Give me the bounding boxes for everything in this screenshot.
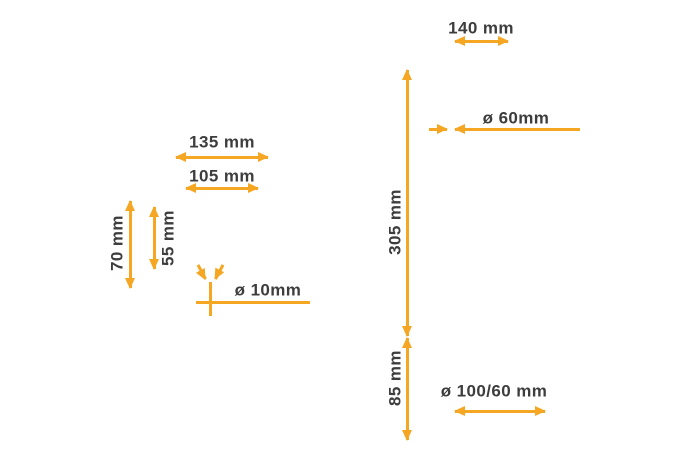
dim-arrow-left-height-inner xyxy=(149,206,159,270)
dim-label-hole-diameter: ø 10mm xyxy=(234,280,302,300)
dim-label-left-height-outer: 70 mm xyxy=(107,215,127,271)
dim-line-hole-leader xyxy=(196,301,310,304)
dim-arrow-right-height-upper xyxy=(402,69,412,337)
dim-label-top-right-width: 140 mm xyxy=(448,18,514,38)
dim-arrow-hole-pointer-right xyxy=(214,264,225,280)
dim-label-right-height-upper: 305 mm xyxy=(385,189,405,255)
dim-label-mid-right-diameter: ø 60mm xyxy=(482,108,550,128)
dim-line-hole-axis xyxy=(209,282,212,316)
dim-arrow-bottom-right-diameter xyxy=(454,406,546,416)
dim-arrow-mid-right-diameter-right xyxy=(454,124,580,134)
dim-label-left-width-upper: 135 mm xyxy=(189,132,255,152)
dim-label-bottom-right-diameter: ø 100/60 mm xyxy=(440,381,548,401)
dim-label-right-height-lower: 85 mm xyxy=(385,350,405,406)
dim-arrow-mid-right-diameter-left xyxy=(429,124,448,134)
dim-label-left-width-lower: 105 mm xyxy=(189,166,255,186)
dim-arrow-top-right-width xyxy=(454,36,509,46)
dim-arrow-left-width-lower xyxy=(185,183,259,193)
dim-arrow-hole-pointer-left xyxy=(196,264,207,280)
dim-arrow-left-height-outer xyxy=(125,200,135,289)
dim-arrow-right-height-lower xyxy=(402,337,412,441)
dim-arrow-left-width-upper xyxy=(175,152,269,162)
dim-label-left-height-inner: 55 mm xyxy=(158,210,178,266)
